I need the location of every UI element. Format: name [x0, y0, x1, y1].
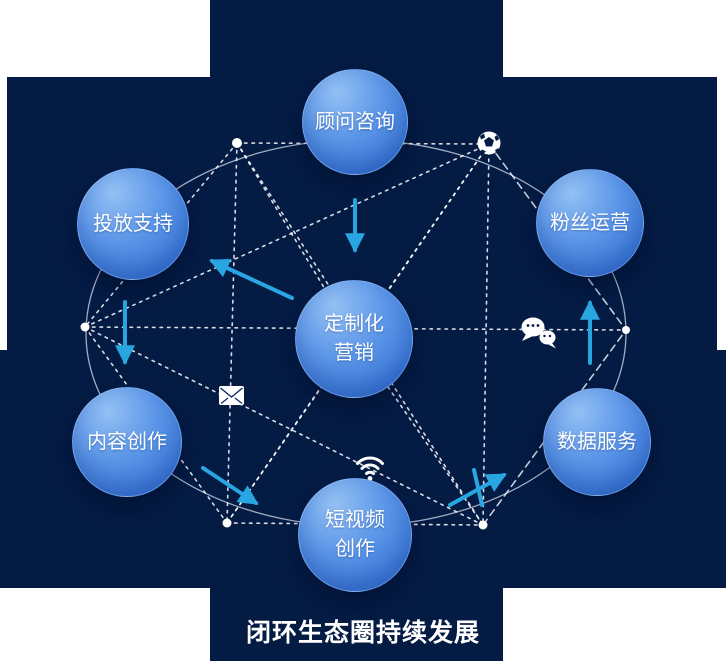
node-fan-operations: 粉丝运营	[536, 169, 644, 277]
node-data-services: 数据服务	[543, 388, 651, 496]
node-short-video: 短视频 创作	[298, 478, 412, 592]
node-label: 投放支持	[93, 212, 173, 235]
node-label: 定制化	[324, 313, 384, 335]
node-content-creation: 内容创作	[72, 387, 182, 497]
hub-dots	[80, 138, 630, 530]
envelope-icon	[219, 386, 244, 405]
node-ad-support: 投放支持	[77, 168, 189, 280]
node-label: 数据服务	[557, 430, 637, 453]
node-label: 粉丝运营	[550, 211, 630, 234]
node-label: 创作	[335, 538, 375, 560]
diagram-title: 闭环生态圈持续发展	[245, 619, 480, 647]
node-advisory: 顾问咨询	[302, 69, 408, 175]
arrow-center-to-ad-support	[209, 258, 294, 300]
node-label: 营销	[334, 342, 374, 364]
node-label: 顾问咨询	[315, 110, 395, 133]
arrow-cross-stroke	[472, 468, 484, 507]
wechat-icon	[521, 317, 556, 349]
node-label: 短视频	[325, 509, 385, 531]
flow-arrows	[115, 198, 600, 507]
node-custom-marketing: 定制化 营销	[295, 280, 413, 398]
arrow-content-to-video	[201, 466, 259, 505]
node-label: 内容创作	[87, 430, 167, 453]
football-icon	[477, 131, 501, 155]
